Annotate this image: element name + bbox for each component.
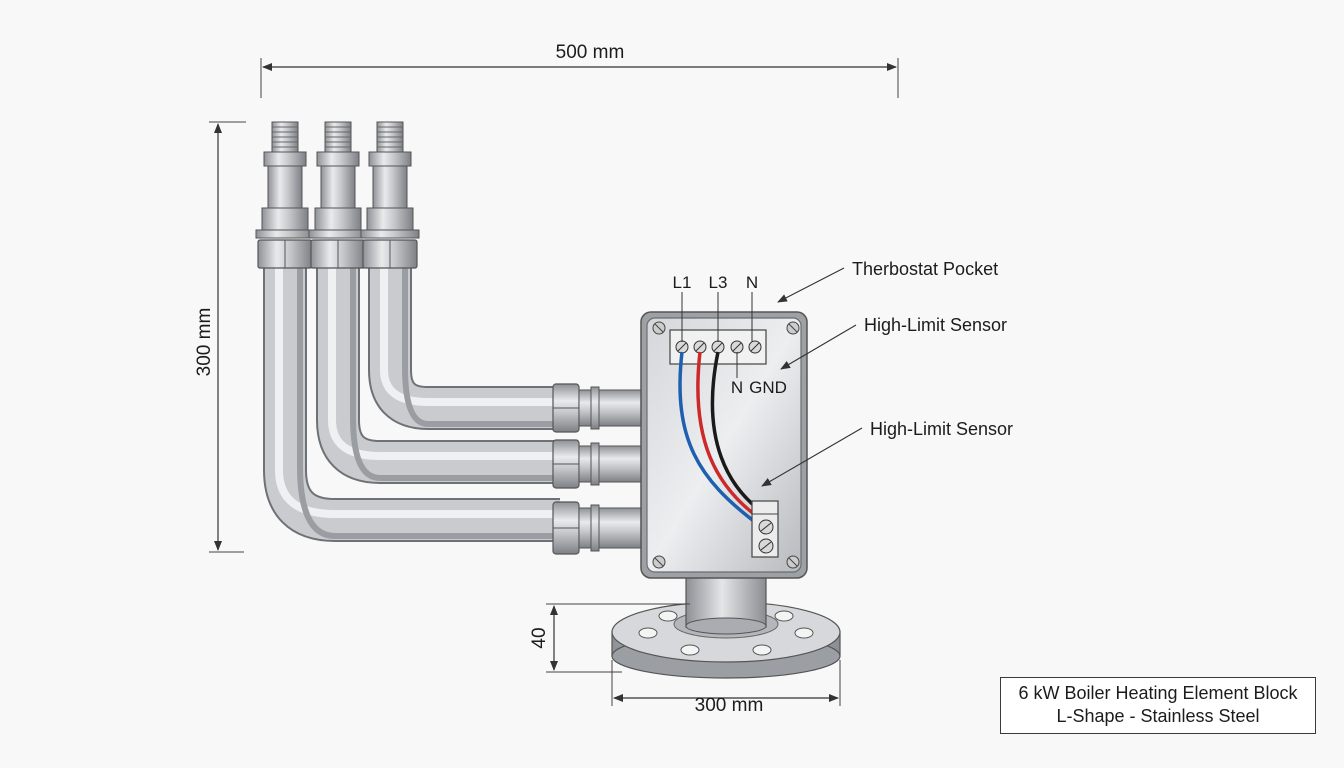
terminal-label-l1: L1 xyxy=(673,273,692,292)
dimension-flange-width-label: 300 mm xyxy=(695,695,764,716)
heating-pipes xyxy=(263,262,560,542)
title-block: 6 kW Boiler Heating Element Block L-Shap… xyxy=(1000,677,1316,734)
terminal-label-n-bottom: N xyxy=(731,378,743,397)
side-fittings xyxy=(552,383,642,555)
sensor-terminal xyxy=(751,500,779,558)
dimension-height-left: 300 mm xyxy=(194,121,246,553)
callout-high-limit-sensor-2-label: High-Limit Sensor xyxy=(870,419,1013,439)
pipe-fitting-1 xyxy=(255,121,315,269)
callout-thermostat-pocket-label: Therbostat Pocket xyxy=(852,259,998,279)
callout-high-limit-sensor-1: High-Limit Sensor xyxy=(780,315,1007,370)
terminal-leaders xyxy=(681,292,753,378)
pipe-fitting-2 xyxy=(308,121,368,269)
dimension-width-top-label: 500 mm xyxy=(556,42,625,63)
terminal-label-n-top: N xyxy=(746,273,758,292)
callout-thermostat-pocket: Therbostat Pocket xyxy=(777,259,998,303)
title-block-line1: 6 kW Boiler Heating Element Block xyxy=(1018,683,1298,703)
pipe-fitting-3 xyxy=(360,121,420,269)
title-block-line2: L-Shape - Stainless Steel xyxy=(1056,706,1260,726)
terminal-label-l3: L3 xyxy=(709,273,728,292)
dimension-flange-width: 300 mm xyxy=(611,660,841,716)
dimension-flange-height-label: 40 xyxy=(529,627,550,648)
dimension-width-top: 500 mm xyxy=(260,42,899,98)
mounting-flange xyxy=(611,574,841,679)
terminal-label-gnd: GND xyxy=(749,378,787,397)
dimension-height-left-label: 300 mm xyxy=(194,308,215,377)
dimension-flange-height: 40 xyxy=(529,603,690,673)
callout-high-limit-sensor-1-label: High-Limit Sensor xyxy=(864,315,1007,335)
callout-high-limit-sensor-2: High-Limit Sensor xyxy=(761,419,1013,487)
